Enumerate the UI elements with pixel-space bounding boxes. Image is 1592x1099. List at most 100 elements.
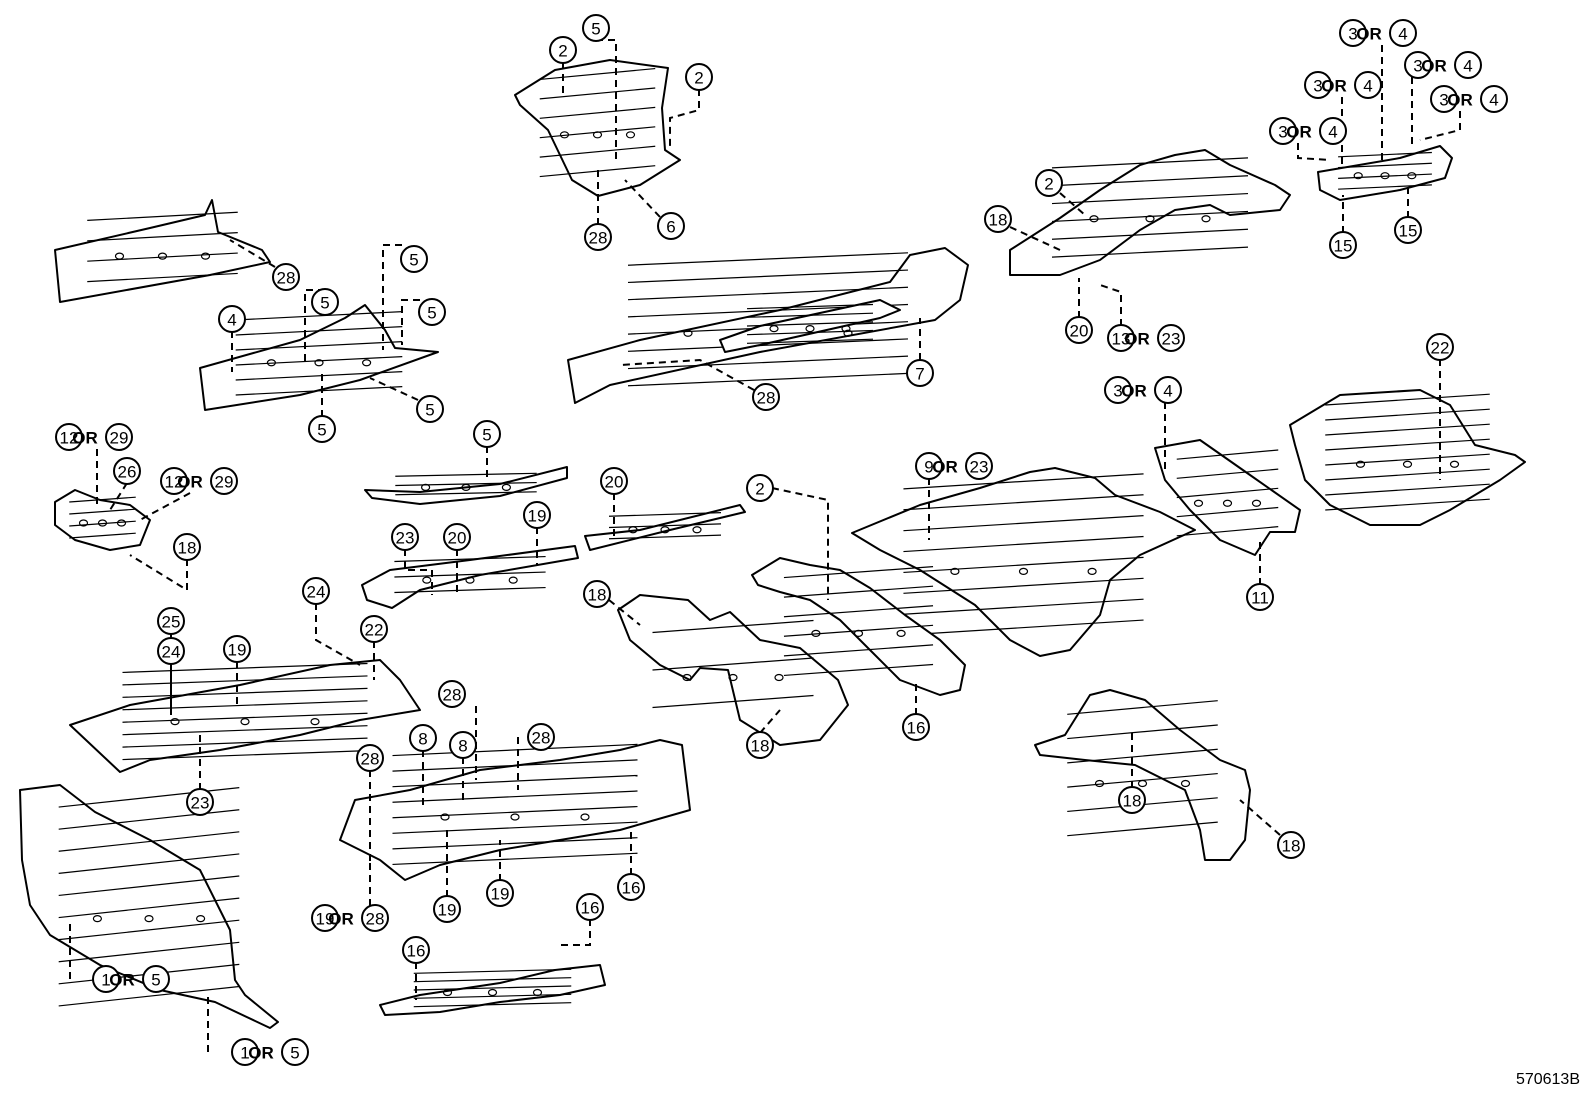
callout-number: 18 [1123,792,1142,811]
spare-wheel-pan-hole [1094,779,1105,788]
callout-number: 28 [532,729,551,748]
rear-cross-member-hole [1407,172,1417,180]
part-dash-panel [19,784,279,1029]
callout-circle [449,731,477,759]
callout-c09: 5 [418,298,446,326]
leader-line [669,89,700,150]
callout-c42: 18 [746,731,774,759]
front-apron-member-detail-line [235,311,403,321]
spare-wheel-pan-hole [1180,779,1191,788]
callout-circle [302,577,330,605]
callout-c59: 16 [402,936,430,964]
callout-number: 19 [438,901,457,920]
upper-apron-outline [54,199,271,303]
callout-number: 5 [591,20,600,39]
callout-circle [173,533,201,561]
callout-circle [657,212,685,240]
rocker-panel-detail-line [627,355,909,370]
leader-line [404,549,433,595]
callout-c61: 18 [1277,831,1305,859]
rocker-panel-detail-line [627,286,909,301]
callout-number: 1 [240,1044,249,1063]
callout-circle [361,904,389,932]
front-floor-panel-detail-line [122,725,368,736]
rear-cross-member-hole [1353,172,1363,180]
part-center-floor-member [1154,439,1301,556]
callout-circle [583,580,611,608]
rear-floor-pan-detail-line [1325,453,1490,466]
callout-circle [1319,117,1347,145]
front-floor-pan-detail-line [903,577,1144,594]
center-floor-tunnel-hole [580,813,590,821]
rear-floor-side-member-detail-line [413,977,572,983]
front-floor-panel-detail-line [122,687,368,698]
callout-number: 23 [396,529,415,548]
callout-circle [55,423,83,451]
rear-floor-cross-member-hole [116,519,127,527]
front-floor-cross-member-detail-line [746,303,874,310]
center-floor-member-detail-line [1176,506,1279,518]
callout-circle [486,879,514,907]
callout-c49: 28 [438,680,466,708]
or-word: OR [1286,123,1312,142]
callout-c31: 20 [600,467,628,495]
part-upper-apron [54,199,271,303]
leader-line [759,709,781,734]
callout-circle [92,965,120,993]
callout-number: 13 [1112,330,1131,349]
floor-side-member-b-hole [774,673,784,682]
rear-floor-pan-detail-line [1325,438,1490,451]
callout-number: 28 [366,910,385,929]
front-floor-panel-hole [310,717,320,726]
rear-floor-cross-member-hole [78,519,89,527]
or-word: OR [328,910,354,929]
callout-c07: 5 [400,245,428,273]
front-floor-panel-detail-line [122,737,368,748]
front-floor-side-member-detail-line [783,644,934,657]
callout-circle [902,713,930,741]
center-floor-tunnel-detail-line [392,837,638,850]
callout-number: 4 [1328,123,1337,142]
upper-apron-detail-line [87,211,238,221]
callout-circle [1157,324,1185,352]
callout-number: 5 [320,294,329,313]
callout-c14: 28 [752,383,780,411]
callout-circle [1454,51,1482,79]
dash-panel-detail-line [58,919,240,941]
leader-lines-layer [69,39,1461,1052]
part-rear-cross-member [1317,145,1453,201]
rear-cross-member-hole [1380,172,1390,180]
callout-c50: 28 [527,723,555,751]
dash-panel-detail-line [58,897,240,919]
callout-number: 3 [1113,382,1122,401]
callout-number: 3 [1439,91,1448,110]
callout-number: 23 [1162,330,1181,349]
part-rear-wheelhouse [1009,149,1291,276]
dash-panel-hole [92,915,103,923]
front-floor-panel-hole [240,717,250,726]
rear-wheelhouse-detail-line [1051,192,1249,205]
front-apron-member-hole [362,359,372,367]
rear-floor-pan-detail-line [1325,408,1490,421]
spare-wheel-pan-detail-line [1067,748,1218,764]
spare-wheel-pan-hole [1137,779,1148,788]
callout-circle [157,607,185,635]
rear-floor-pan-outline [1289,389,1526,526]
callout-number: 22 [1431,339,1450,358]
leader-line [139,492,191,521]
front-floor-side-member-detail-line [783,663,934,677]
front-apron-member-outline [199,304,439,411]
or-word: OR [1421,57,1447,76]
front-floor-panel-detail-line [122,662,368,674]
front-apron-member-hole [314,359,324,367]
dash-panel-detail-line [58,831,240,852]
callout-circle [906,359,934,387]
callout-number: 16 [407,942,426,961]
rear-floor-pan-hole [1449,460,1460,468]
center-floor-member-hole [1222,499,1233,507]
front-floor-cross-member-hole [805,325,815,333]
front-floor-cross-member-detail-line [746,312,874,318]
rear-wheelhouse-hole [1201,215,1211,223]
